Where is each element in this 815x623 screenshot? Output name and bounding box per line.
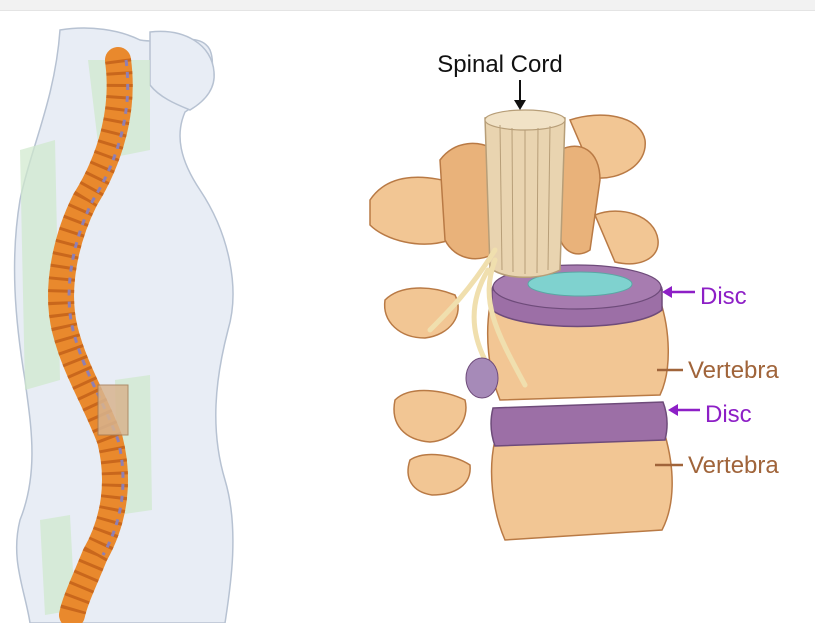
nerve-ganglion (466, 358, 498, 398)
body-side-view (15, 28, 233, 623)
disc-upper-pointer (662, 286, 695, 298)
highlight-segment (98, 385, 128, 435)
vertebral-body-lower (492, 435, 673, 540)
spinal-cord-top (485, 110, 565, 130)
disc-lower-label: Disc (705, 401, 752, 428)
disc-lower (491, 402, 667, 446)
transverse-process-lower-left (394, 391, 466, 442)
vertebra-closeup (370, 110, 672, 540)
spinal-cord-label: Spinal Cord (437, 51, 562, 78)
disc-upper-label: Disc (700, 283, 747, 310)
transverse-process-mid-right (595, 211, 658, 264)
transverse-process-bottom-left (408, 455, 470, 495)
vertebra-lower-label: Vertebra (688, 452, 779, 479)
vertebra-upper-label: Vertebra (688, 357, 779, 384)
spinal-cord-pointer (514, 80, 526, 110)
disc-lower-pointer (668, 404, 700, 416)
lamina-right (558, 146, 600, 254)
